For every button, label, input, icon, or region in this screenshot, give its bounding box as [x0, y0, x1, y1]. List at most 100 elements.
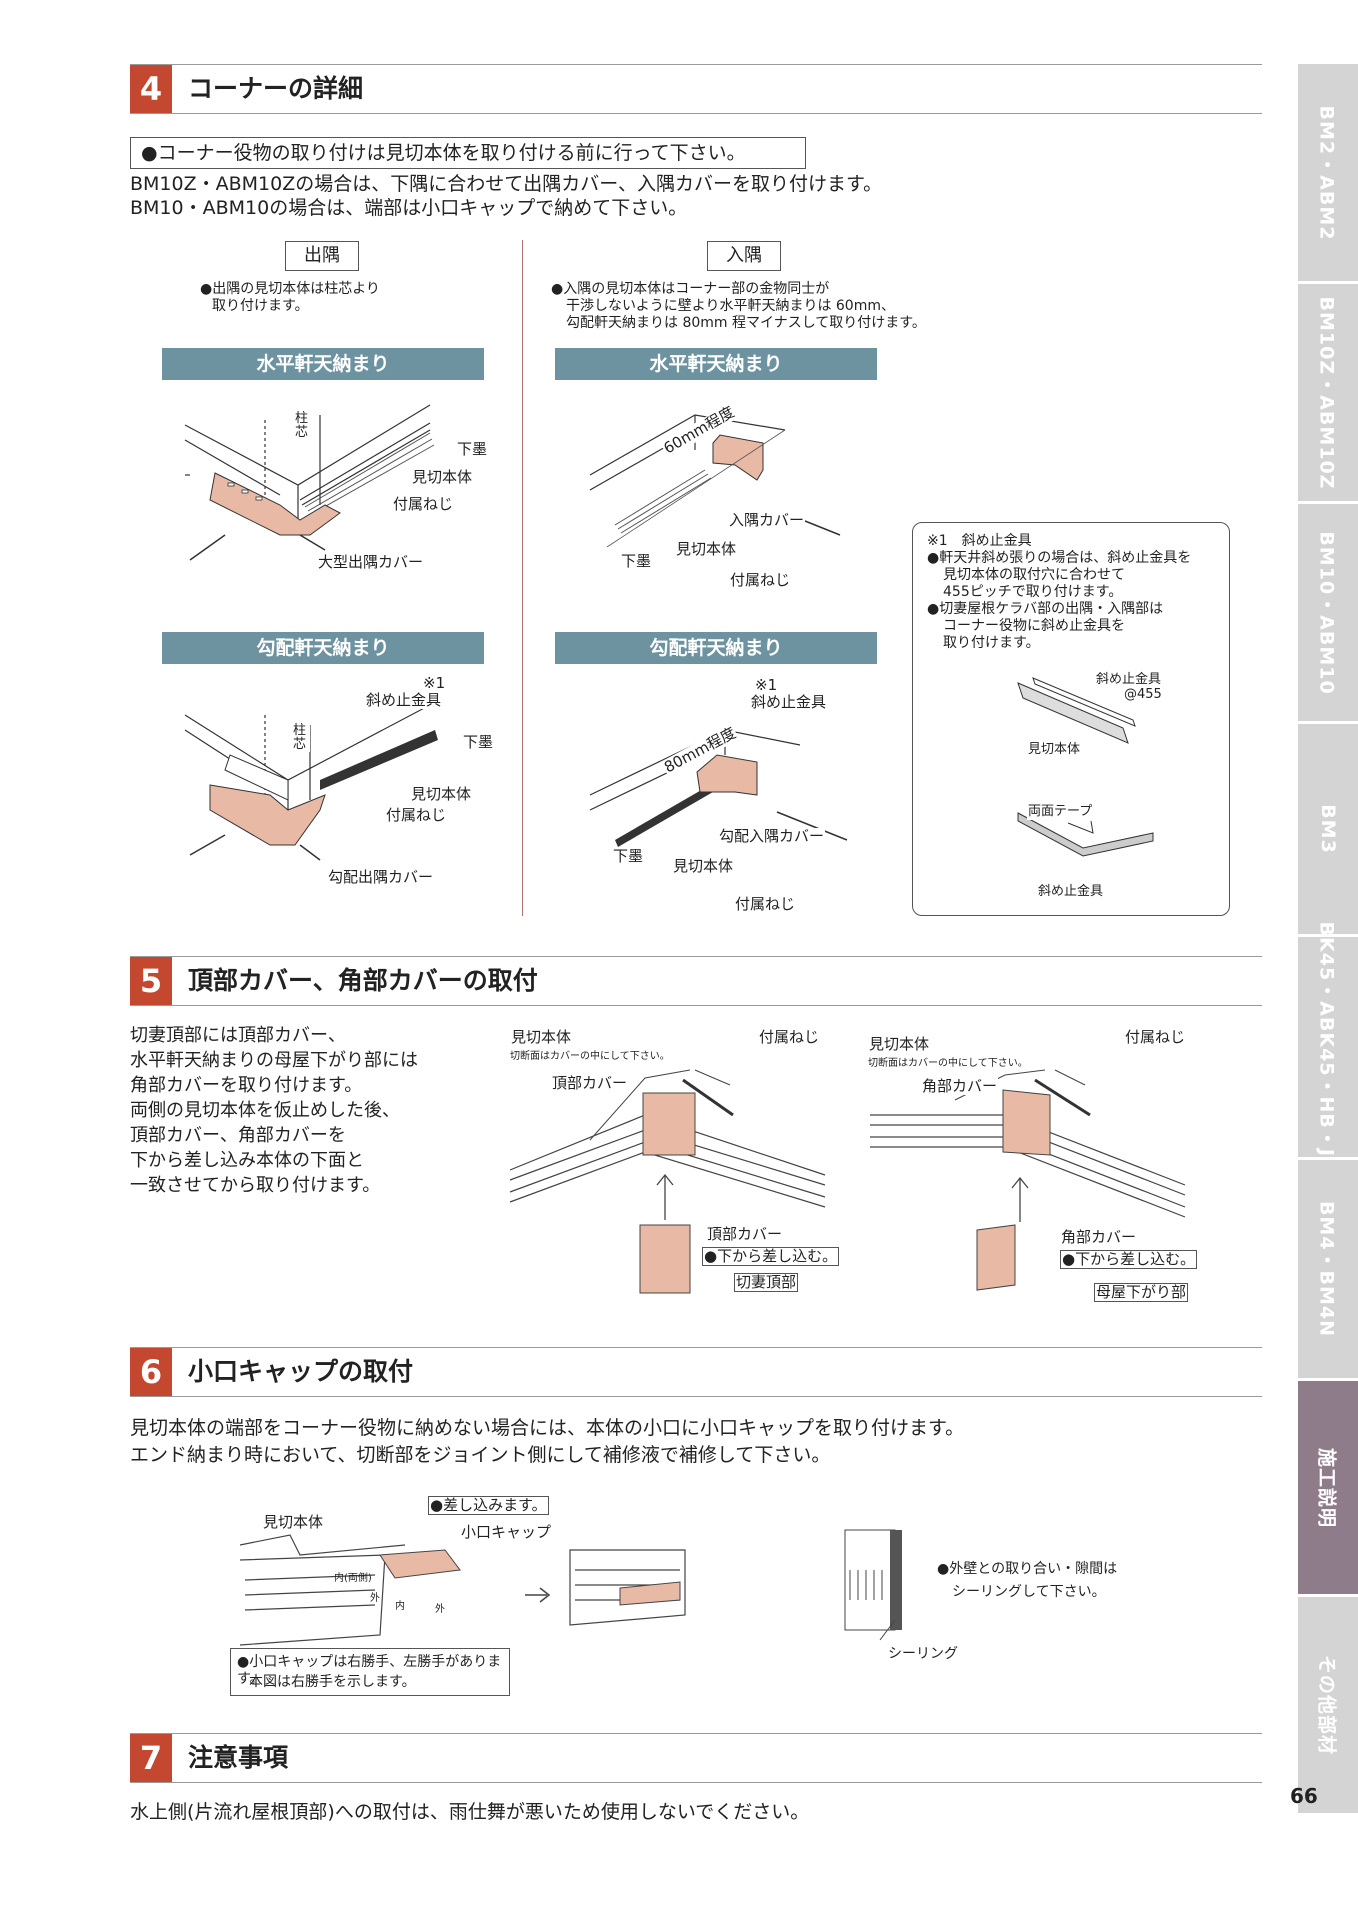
- section-title: 注意事項: [188, 1743, 289, 1772]
- inner-corner-note-2: 干渉しないように壁より水平軒天納まりは 60mm、: [566, 298, 895, 314]
- section-number: 4: [130, 65, 172, 113]
- endcap-note: ●小口キャップは右勝手、左勝手があります。 本図は右勝手を示します。: [230, 1648, 510, 1696]
- label: 入隅カバー: [728, 511, 806, 529]
- label: 角部カバー: [921, 1077, 999, 1095]
- page-number: 66: [1290, 1784, 1318, 1808]
- ridge-cover-diagram: [509, 1069, 826, 1294]
- section-title: 頂部カバー、角部カバーの取付: [188, 966, 538, 995]
- inner-horizontal-bar: 水平軒天納まり: [555, 348, 877, 380]
- section-title: コーナーの詳細: [188, 74, 364, 103]
- sidebar-tab-bm2[interactable]: BM2・ABM2: [1298, 64, 1358, 284]
- label: 勾配出隅カバー: [327, 868, 435, 886]
- label: ●下から差し込む。: [1060, 1250, 1198, 1269]
- label: 見切本体: [510, 1028, 573, 1046]
- text-line: 切妻頂部には頂部カバー、: [130, 1025, 346, 1046]
- sidebar-tab-other[interactable]: その他部材: [1298, 1597, 1358, 1816]
- sealing-diagram: [844, 1529, 902, 1641]
- section-number: 7: [130, 1734, 172, 1782]
- label: 勾配入隅カバー: [718, 827, 826, 845]
- box-line: コーナー役物に斜め止金具を: [943, 618, 1125, 634]
- label: 内(両側): [334, 1573, 372, 1584]
- corner-line-2: BM10・ABM10の場合は、端部は小口キャップで納めて下さい。: [130, 197, 688, 219]
- outer-horizontal-diagram: [184, 404, 435, 561]
- box-line: ●切妻屋根ケラバ部の出隅・入隅部は: [927, 601, 1164, 617]
- label: 見切本体: [1027, 741, 1082, 758]
- endcap-line-2: エンド納まり時において、切断部をジョイント側にして補修液で補修して下さい。: [130, 1444, 831, 1466]
- sidebar-tab-bm4[interactable]: BM4・BM4N: [1298, 1160, 1358, 1381]
- text-line: 頂部カバー、角部カバーを: [130, 1125, 346, 1146]
- box-line: 取り付けます。: [943, 635, 1040, 651]
- label: 下墨: [612, 847, 645, 865]
- label: 付属ねじ: [1124, 1028, 1187, 1046]
- inner-slope-bar: 勾配軒天納まり: [555, 632, 877, 664]
- box-line: 見切本体の取付穴に合わせて: [943, 567, 1125, 583]
- label: 見切本体: [411, 468, 474, 486]
- box-line: ●軒天井斜め張りの場合は、斜め止金具を: [927, 550, 1192, 566]
- diagonal-bracket-box: ※1 斜め止金具 ●軒天井斜め張りの場合は、斜め止金具を 見切本体の取付穴に合わ…: [912, 522, 1230, 916]
- label: 切妻頂部: [734, 1273, 799, 1292]
- section-5-header: 5 頂部カバー、角部カバーの取付: [130, 956, 1262, 1006]
- outer-slope-bar: 勾配軒天納まり: [162, 632, 484, 664]
- label: 柱芯: [294, 412, 312, 440]
- outer-horizontal-bar: 水平軒天納まり: [162, 348, 484, 380]
- label: 斜め止金具: [365, 691, 443, 709]
- sidebar-tab-construction[interactable]: 施工説明: [1298, 1381, 1358, 1597]
- label: ※1: [422, 674, 447, 692]
- label: 斜め止金具: [1095, 671, 1163, 688]
- text-line: 角部カバーを取り付けます。: [130, 1075, 363, 1096]
- label: 下墨: [456, 440, 489, 458]
- label: シーリング: [887, 1646, 959, 1663]
- inner-horizontal-diagram: [589, 414, 841, 548]
- label: 大型出隅カバー: [317, 553, 425, 571]
- box-title: ※1 斜め止金具: [927, 533, 1032, 549]
- label: 付属ねじ: [392, 495, 455, 513]
- corner-line-1: BM10Z・ABM10Zの場合は、下隅に合わせて出隅カバー、入隅カバーを取り付け…: [130, 173, 883, 195]
- label: 切断面はカバーの中にして下さい。: [868, 1058, 1028, 1069]
- label: 付属ねじ: [758, 1028, 821, 1046]
- label: @455: [1123, 686, 1163, 703]
- label: 角部カバー: [1060, 1228, 1138, 1246]
- label: 外: [370, 1593, 380, 1604]
- section-4-header: 4 コーナーの詳細: [130, 64, 1262, 114]
- section-title: 小口キャップの取付: [188, 1357, 414, 1386]
- section-6-header: 6 小口キャップの取付: [130, 1347, 1262, 1397]
- endcap-diagram: [239, 1534, 686, 1646]
- label: 下墨: [620, 552, 653, 570]
- label: 付属ねじ: [734, 895, 797, 913]
- corner-cover-diagram: [870, 1069, 1186, 1291]
- label: ●下から差し込む。: [702, 1247, 840, 1266]
- label: 斜め止金具: [750, 693, 828, 711]
- label: 見切本体: [672, 857, 735, 875]
- label: 付属ねじ: [385, 806, 448, 824]
- label: 付属ねじ: [729, 571, 792, 589]
- sidebar-tab-bm10z[interactable]: BM10Z・ABM10Z: [1298, 284, 1358, 504]
- divider: [522, 240, 523, 916]
- text-line: 両側の見切本体を仮止めした後、: [130, 1100, 400, 1121]
- label: 頂部カバー: [551, 1074, 629, 1092]
- inner-corner-note-3: 勾配軒天納まりは 80mm 程マイナスして取り付けます。: [566, 315, 926, 331]
- note-line: ●小口キャップは右勝手、左勝手があります。: [237, 1654, 502, 1687]
- box-line: 455ピッチで取り付けます。: [943, 584, 1123, 600]
- sealing-note-2: シーリングして下さい。: [952, 1584, 1106, 1600]
- outer-corner-note-1: ●出隅の見切本体は柱芯より: [200, 281, 380, 297]
- text-line: 一致させてから取り付けます。: [130, 1175, 381, 1196]
- label: 内: [395, 1601, 405, 1612]
- text-line: 下から差し込み本体の下面と: [130, 1150, 364, 1171]
- text-line: 水平軒天納まりの母屋下がり部には: [130, 1050, 418, 1071]
- section-number: 6: [130, 1348, 172, 1396]
- tape-diagram: [1017, 812, 1154, 857]
- corner-notice: ●コーナー役物の取り付けは見切本体を取り付ける前に行って下さい。: [130, 137, 806, 169]
- inner-corner-tag: 入隅: [707, 241, 781, 271]
- sidebar-tab-bk45[interactable]: BK45・ABK45・HB・JB: [1298, 922, 1358, 1172]
- bracket-diagram: [1017, 677, 1136, 744]
- label: 柱芯: [292, 724, 310, 752]
- top-cover-description: 切妻頂部には頂部カバー、 水平軒天納まりの母屋下がり部には 角部カバーを取り付け…: [130, 1023, 418, 1198]
- inner-corner-note-1: ●入隅の見切本体はコーナー部の金物同士が: [551, 281, 830, 297]
- sidebar-tab-bm3[interactable]: BM3: [1298, 724, 1358, 937]
- label: 両面テープ: [1027, 803, 1094, 820]
- sidebar-tab-bm10[interactable]: BM10・ABM10: [1298, 504, 1358, 724]
- label: 小口キャップ: [460, 1523, 553, 1541]
- outer-corner-tag: 出隅: [285, 241, 359, 271]
- label: ●差し込みます。: [428, 1496, 549, 1515]
- sealing-note-1: ●外壁との取り合い・隙間は: [937, 1561, 1118, 1577]
